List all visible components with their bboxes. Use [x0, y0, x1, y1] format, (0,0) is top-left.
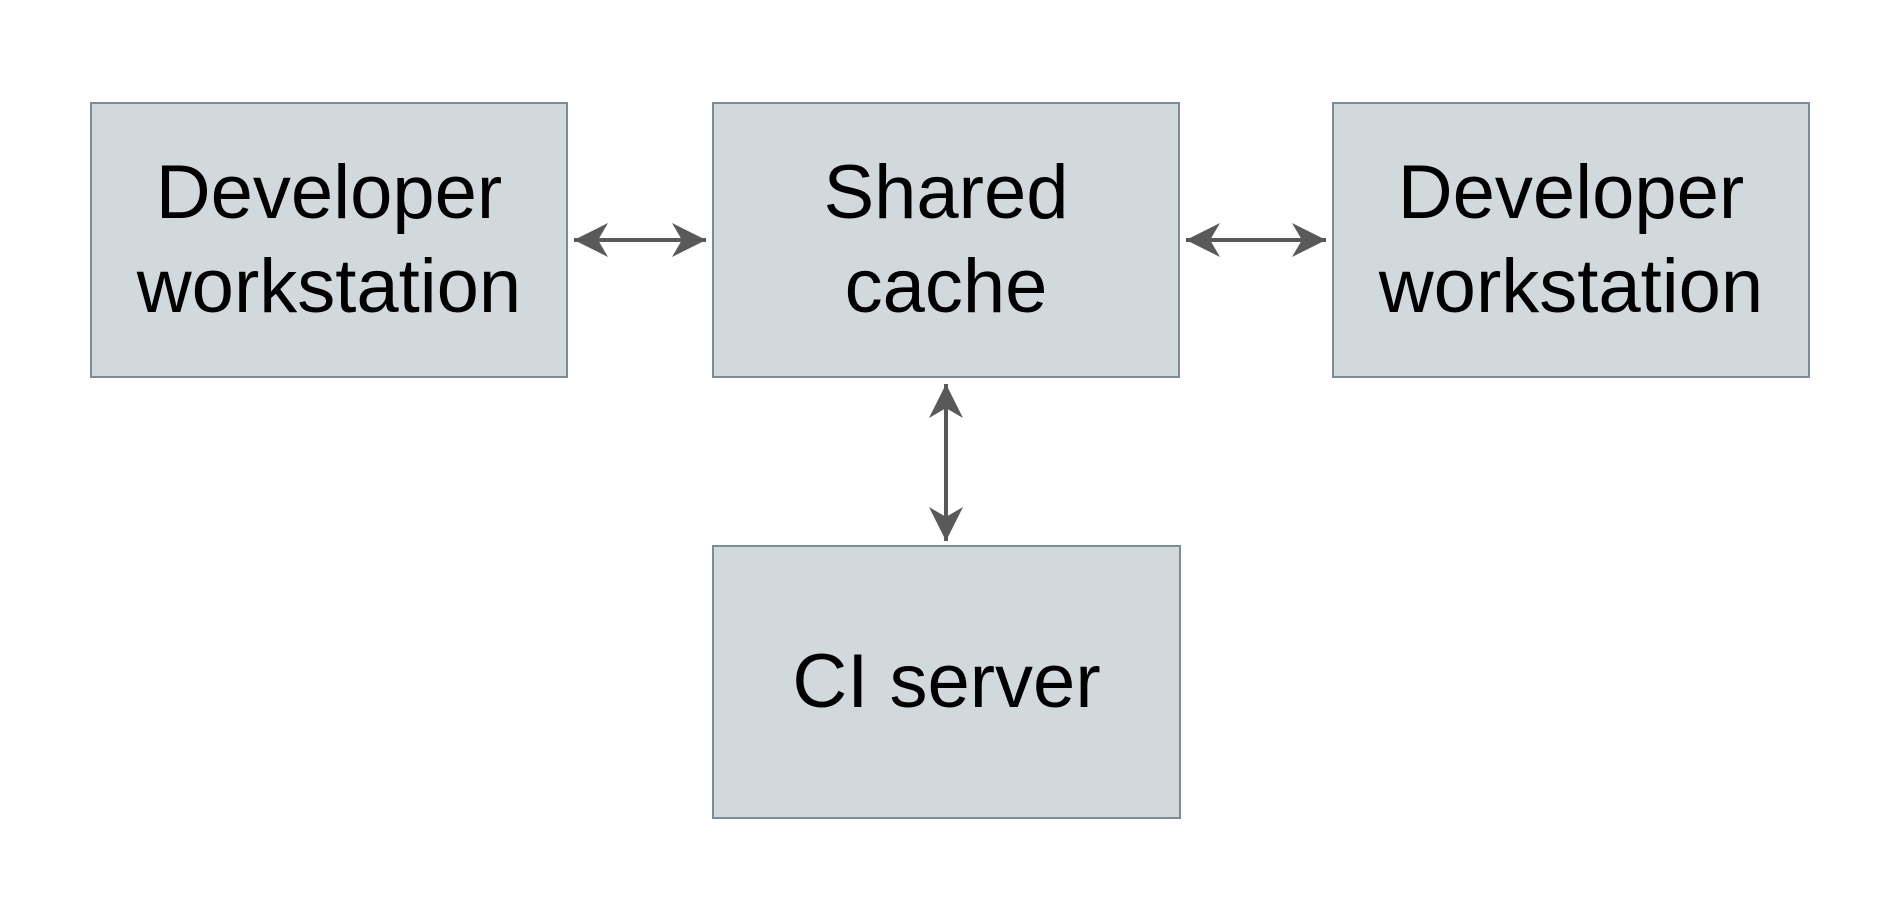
node-developer-workstation-right: Developer workstation: [1332, 102, 1810, 378]
node-ci-server: CI server: [712, 545, 1181, 819]
node-label-line: workstation: [136, 244, 522, 329]
node-developer-workstation-left: Developer workstation: [90, 102, 568, 378]
node-label-line: workstation: [1378, 244, 1764, 329]
node-label-line: Developer: [155, 150, 503, 235]
node-label-line: Shared: [823, 150, 1069, 235]
node-shared-cache: Shared cache: [712, 102, 1180, 378]
node-label-line: cache: [844, 244, 1048, 329]
node-label-line: CI server: [792, 639, 1101, 724]
node-label-line: Developer: [1397, 150, 1745, 235]
